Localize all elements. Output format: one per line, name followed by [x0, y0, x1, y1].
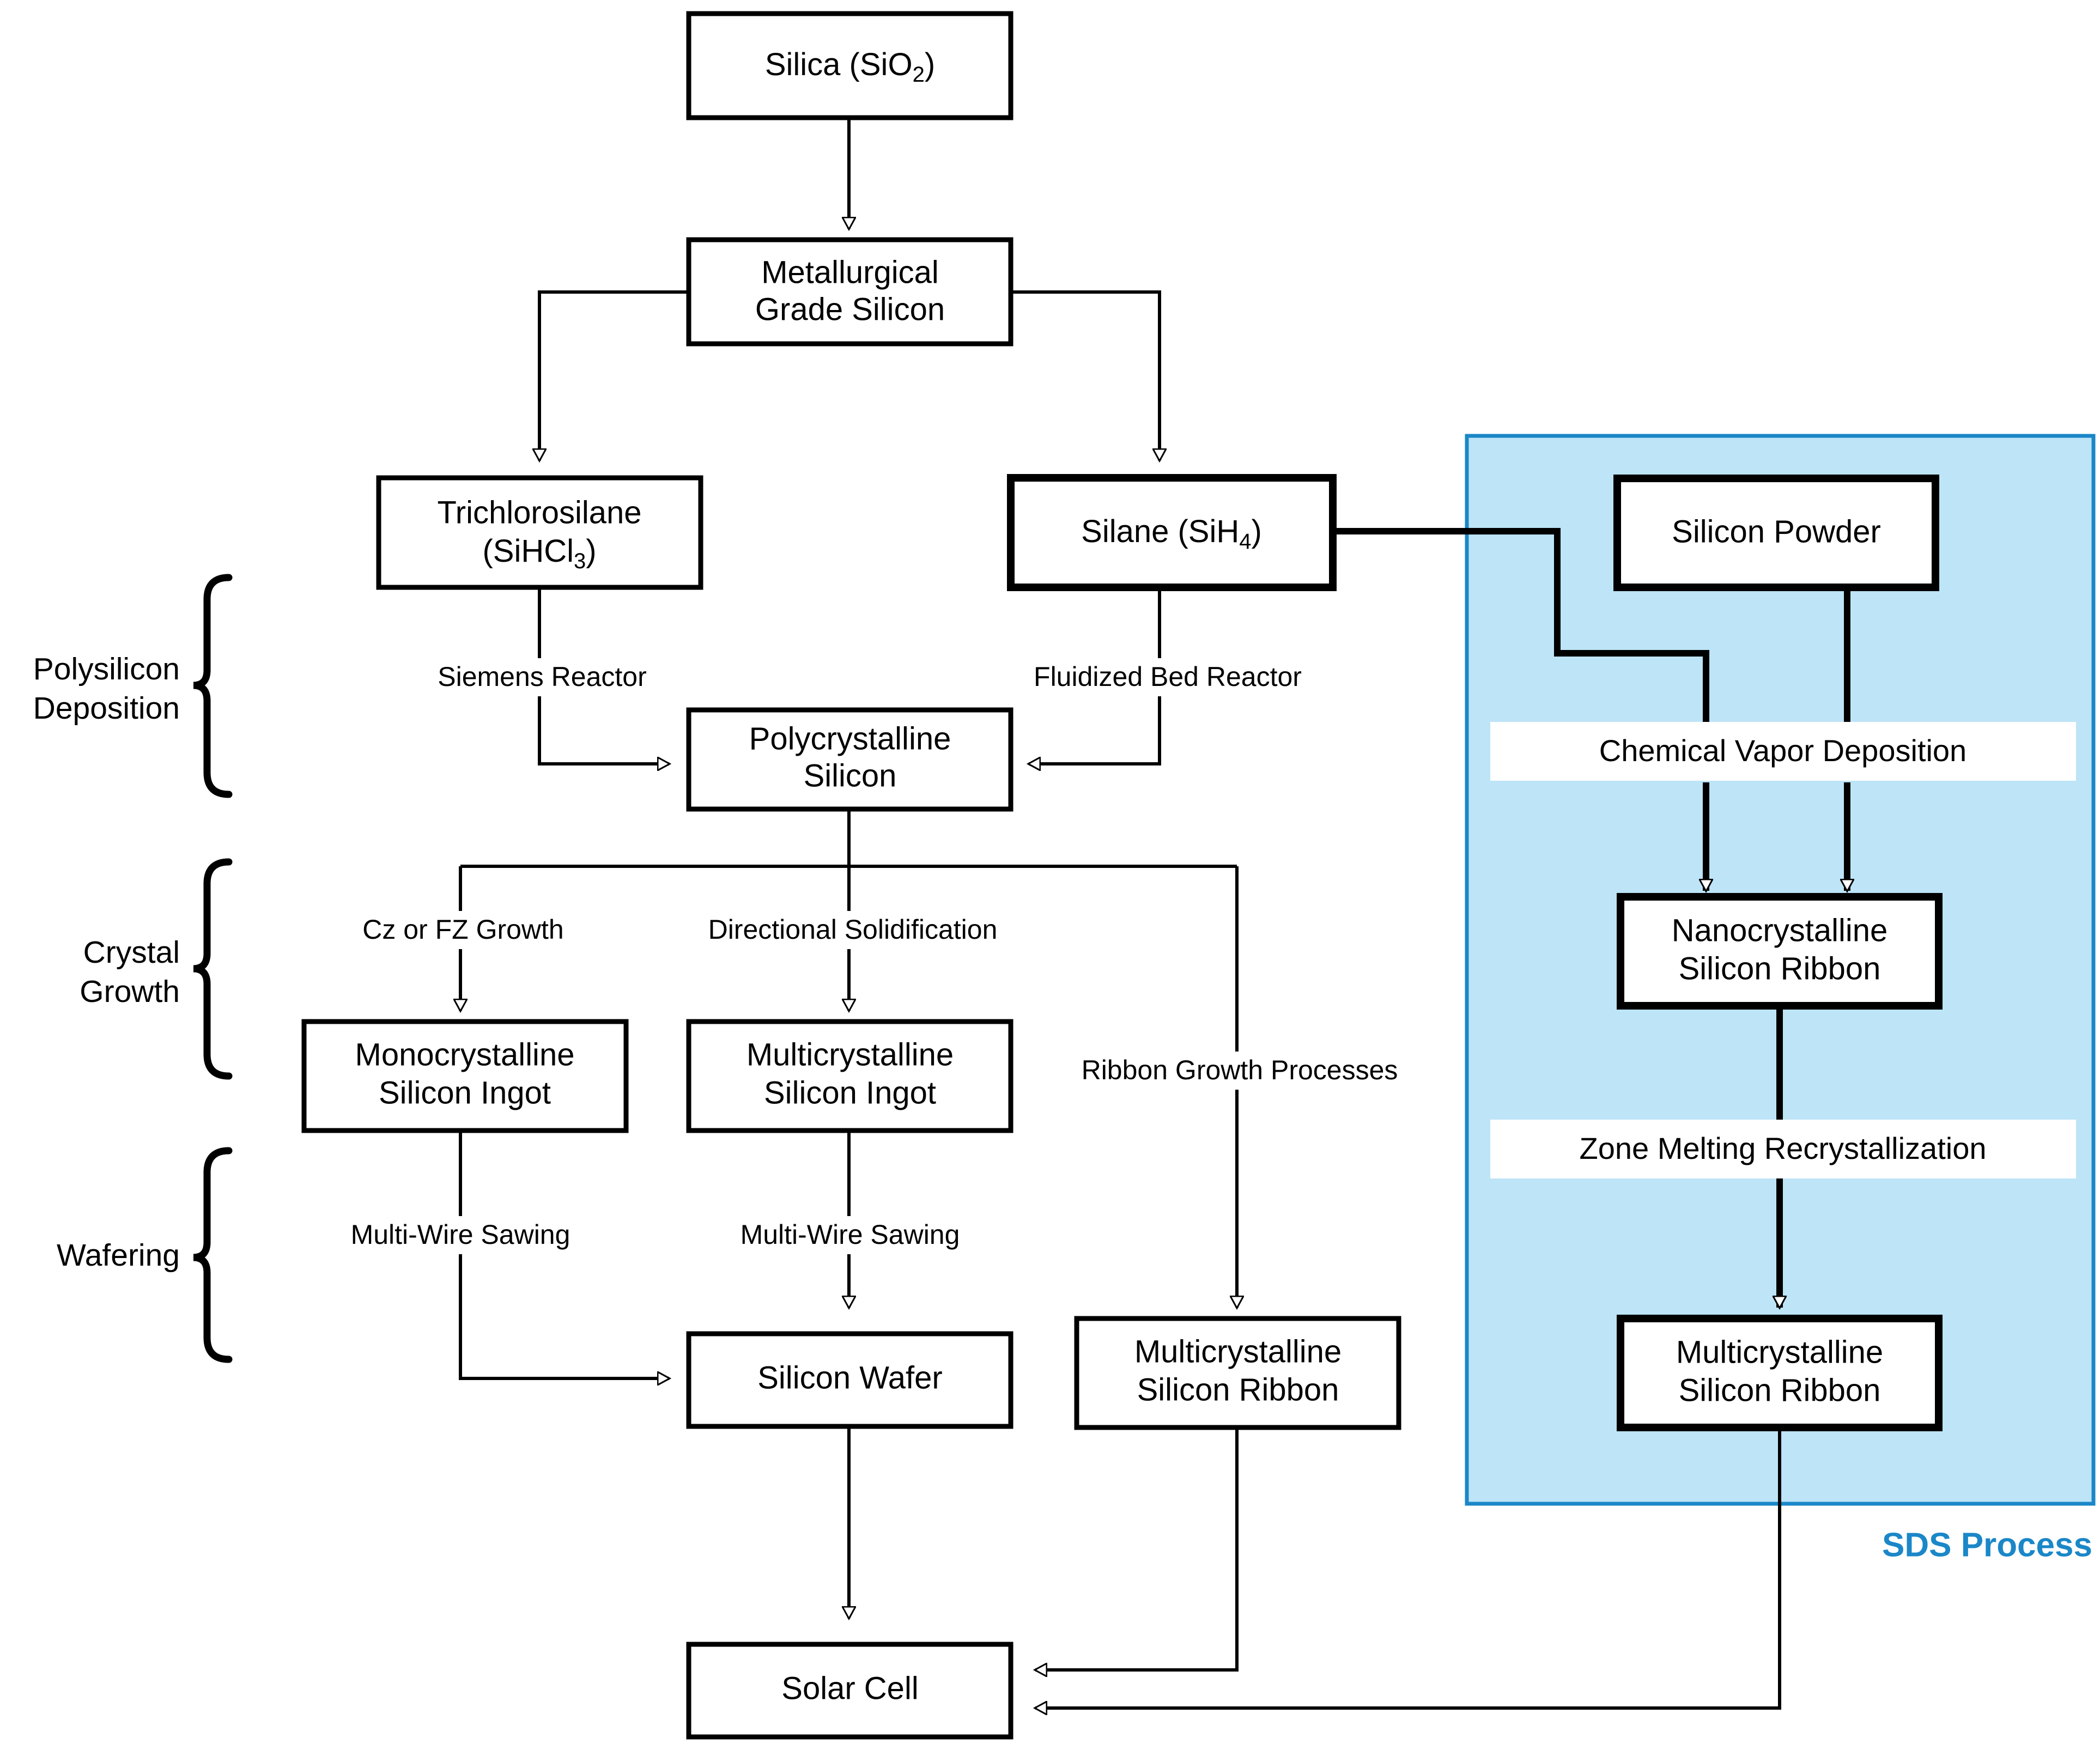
edge-mgsi-to-silane — [1011, 290, 1160, 460]
node-silicon-powder-label: Silicon Powder — [1672, 514, 1881, 549]
node-mg-silicon[interactable]: Metallurgical Grade Silicon — [686, 237, 1013, 347]
sds-process-label: SDS Process — [1882, 1526, 2092, 1564]
node-trichlorosilane[interactable]: Trichlorosilane (SiHCl3) — [376, 475, 703, 590]
node-trichlorosilane-tail: ) — [586, 533, 596, 569]
group-label-crystal-growth-line1: Crystal — [83, 935, 180, 970]
node-multicrystalline-ribbon-line2: Silicon Ribbon — [1137, 1372, 1339, 1407]
node-silane-tail: ) — [1252, 514, 1262, 549]
svg-text:Silica (SiO2): Silica (SiO2) — [765, 47, 935, 86]
edge-trichlorosilane-to-polysilicon — [538, 587, 669, 764]
brace-crystal-growth — [193, 858, 233, 1080]
edge-label-bg-multi-wire-sawing-mono — [332, 1216, 588, 1254]
node-silica[interactable]: Silica (SiO2) — [686, 11, 1013, 120]
edge-label-multi-wire-sawing-mono: Multi-Wire Sawing — [351, 1219, 570, 1250]
node-sds-multicrystalline-ribbon-line1: Multicrystalline — [1676, 1334, 1883, 1370]
node-monocrystalline-ingot-line2: Silicon Ingot — [379, 1075, 551, 1110]
group-label-crystal-growth-line2: Growth — [80, 974, 180, 1009]
node-trichlorosilane-sub: 3 — [574, 549, 586, 573]
edge-label-bg-siemens-reactor — [414, 658, 670, 696]
node-silicon-wafer[interactable]: Silicon Wafer — [686, 1331, 1013, 1429]
node-sds-multicrystalline-ribbon-line2: Silicon Ribbon — [1679, 1372, 1881, 1408]
node-polycrystalline-silicon[interactable]: Polycrystalline Silicon — [686, 707, 1013, 812]
node-monocrystalline-ingot-line1: Monocrystalline — [355, 1037, 575, 1072]
node-solar-cell-label: Solar Cell — [781, 1670, 918, 1706]
node-silicon-powder[interactable]: Silicon Powder — [1613, 475, 1939, 591]
edge-mono-ingot-to-wafer — [459, 1131, 669, 1378]
edge-multi-ribbon-to-solar-cell — [1035, 1427, 1239, 1670]
node-silane-label: Silane (SiH — [1081, 514, 1239, 549]
node-silica-tail: ) — [925, 47, 935, 82]
node-silicon-wafer-label: Silicon Wafer — [757, 1360, 943, 1395]
node-nanocrystalline-ribbon-line2: Silicon Ribbon — [1679, 951, 1881, 986]
edge-label-fluidized-bed-reactor: Fluidized Bed Reactor — [1034, 661, 1302, 692]
node-nanocrystalline-ribbon[interactable]: Nanocrystalline Silicon Ribbon — [1617, 893, 1943, 1010]
node-polycrystalline-silicon-line2: Silicon — [804, 758, 897, 793]
edge-silane-to-cvd — [1332, 528, 1709, 758]
group-label-polysilicon-deposition-line2: Deposition — [33, 691, 180, 726]
edge-label-bg-ribbon-growth-processes — [1065, 1052, 1414, 1090]
node-trichlorosilane-line1: Trichlorosilane — [438, 495, 642, 530]
node-silane[interactable]: Silane (SiH4) — [1007, 474, 1337, 591]
group-label-polysilicon-deposition-line1: Polysilicon — [33, 652, 180, 686]
svg-text:Silane (SiH4): Silane (SiH4) — [1081, 514, 1262, 553]
node-multicrystalline-ingot-line1: Multicrystalline — [746, 1037, 954, 1072]
node-multicrystalline-ribbon[interactable]: Multicrystalline Silicon Ribbon — [1074, 1316, 1401, 1430]
node-solar-cell[interactable]: Solar Cell — [686, 1642, 1013, 1740]
edge-label-siemens-reactor: Siemens Reactor — [438, 661, 647, 692]
edge-sds-ribbon-to-solar-cell — [1035, 1427, 1781, 1708]
svg-text:(SiHCl3): (SiHCl3) — [482, 533, 596, 573]
edge-label-ribbon-growth-processes: Ribbon Growth Processes — [1082, 1055, 1398, 1085]
brace-wafering — [193, 1147, 233, 1363]
edge-label-directional-solidification: Directional Solidification — [708, 914, 998, 945]
node-multicrystalline-ingot-line2: Silicon Ingot — [764, 1075, 936, 1110]
node-mg-silicon-line1: Metallurgical — [761, 254, 939, 290]
edge-label-bg-directional-solidification — [689, 911, 1016, 949]
node-sds-multicrystalline-ribbon[interactable]: Multicrystalline Silicon Ribbon — [1617, 1315, 1943, 1431]
edge-label-bg-zone-melting-recrystallization — [1490, 1120, 2076, 1178]
node-mg-silicon-line2: Grade Silicon — [755, 291, 945, 327]
edge-label-bg-fluidized-bed-reactor — [1012, 658, 1323, 696]
node-monocrystalline-ingot[interactable]: Monocrystalline Silicon Ingot — [301, 1019, 629, 1133]
node-polycrystalline-silicon-line1: Polycrystalline — [749, 721, 951, 756]
node-silica-label: Silica (SiO — [765, 47, 913, 82]
group-label-wafering: Wafering — [57, 1238, 180, 1273]
edge-label-chemical-vapor-deposition: Chemical Vapor Deposition — [1599, 733, 1967, 768]
edge-label-bg-multi-wire-sawing-multi — [722, 1216, 978, 1254]
brace-polysilicon-deposition — [193, 574, 233, 798]
edge-label-multi-wire-sawing-multi: Multi-Wire Sawing — [741, 1219, 960, 1250]
node-silica-sub: 2 — [913, 63, 925, 87]
node-multicrystalline-ingot[interactable]: Multicrystalline Silicon Ingot — [686, 1019, 1013, 1133]
node-trichlorosilane-line2: (SiHCl — [482, 533, 574, 569]
node-nanocrystalline-ribbon-line1: Nanocrystalline — [1672, 913, 1888, 948]
node-multicrystalline-ribbon-line1: Multicrystalline — [1134, 1334, 1342, 1369]
edge-label-cz-or-fz-growth: Cz or FZ Growth — [362, 914, 563, 945]
edge-silane-to-polysilicon — [1029, 587, 1161, 764]
edge-label-bg-cz-or-fz-growth — [338, 911, 588, 949]
node-silane-sub: 4 — [1239, 530, 1251, 554]
edge-label-bg-chemical-vapor-deposition — [1490, 722, 2076, 781]
edge-mgsi-to-trichlorosilane — [539, 290, 689, 460]
edge-label-zone-melting-recrystallization: Zone Melting Recrystallization — [1580, 1131, 1987, 1165]
